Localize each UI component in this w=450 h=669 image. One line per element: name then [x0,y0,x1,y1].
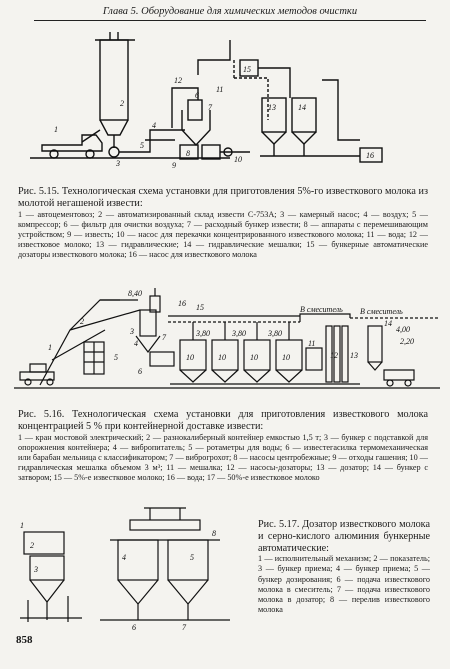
fig515-label-9: 9 [172,161,176,170]
fig515-label-11: 11 [216,85,223,94]
figure-5-16-diagram: 8,40 16 15 В смеситель В смеситель 4,00 … [14,288,440,389]
fig516-top-label-0: 8,40 [128,289,142,298]
fig516-part-label-10c: 10 [250,353,258,362]
fig515-label-5: 5 [140,141,144,150]
fig516-top-label-1: 16 [178,299,186,308]
fig516-part-label-13: 13 [350,351,358,360]
fig515-label-4: 4 [152,121,156,130]
fig516-right-label-2: 4,00 [396,325,410,334]
fig516-part-label-2: 2 [80,317,84,326]
fig516-body: 1 — кран мостовой электрический; 2 — раз… [18,432,428,482]
fig517-label-1: 1 [20,521,24,530]
fig516-inline-label-2: 3,80 [267,329,282,338]
fig517-title: Рис. 5.17. Дозатор известкового молока и… [258,519,430,554]
fig516-part-label-6: 6 [138,367,142,376]
fig515-label-15: 15 [243,65,251,74]
figure-5-15-diagram: 1 2 3 4 5 6 7 8 9 10 11 12 13 14 15 16 [30,32,383,170]
fig516-part-label-10b: 10 [218,353,226,362]
fig516-part-label-7: 7 [162,333,167,342]
fig517-label-6: 6 [132,623,136,632]
fig516-part-label-5: 5 [114,353,118,362]
fig517-body: 1 — исполнительный механизм; 2 — показат… [258,554,430,614]
fig516-part-label-4: 4 [134,339,138,348]
fig517-label-5: 5 [190,553,194,562]
fig516-part-label-11: 11 [308,339,315,348]
fig515-label-10: 10 [234,155,242,164]
fig516-part-label-1: 1 [48,343,52,352]
fig516-part-label-14: 14 [384,319,392,328]
header-rule [34,20,426,21]
fig515-label-13: 13 [268,103,276,112]
fig515-label-8: 8 [186,149,190,158]
fig517-label-8: 8 [212,529,216,538]
fig515-label-2: 2 [120,99,124,108]
fig515-label-1: 1 [54,125,58,134]
fig515-label-16: 16 [366,151,374,160]
figure-5-15-caption: Рис. 5.15. Технологическая схема установ… [18,186,428,260]
fig516-part-label-10d: 10 [282,353,290,362]
fig516-top-label-2: 15 [196,303,204,312]
fig516-right-label-3: 2,20 [400,337,414,346]
fig516-inline-label-1: 3,80 [231,329,246,338]
fig516-part-label-3: 3 [129,327,134,336]
page-number: 858 [16,634,33,646]
fig515-body: 1 — автоцементовоз; 2 — автоматизированн… [18,209,428,259]
fig516-right-label-0: В смеситель [300,305,343,314]
fig515-label-14: 14 [298,103,306,112]
fig516-right-label-1: В смеситель [360,307,403,316]
running-head: Глава 5. Оборудование для химических мет… [102,6,358,17]
fig515-label-3: 3 [115,159,120,168]
fig517-label-2: 2 [30,541,34,550]
fig515-title: Рис. 5.15. Технологическая схема установ… [18,186,428,209]
fig516-part-label-12: 12 [330,351,338,360]
fig516-title: Рис. 5.16. Технологическая схема установ… [18,409,428,432]
fig515-label-6: 6 [195,91,199,100]
fig515-label-7: 7 [208,103,213,112]
fig517-label-3: 3 [33,565,38,574]
fig516-inline-label-0: 3,80 [195,329,210,338]
fig515-label-12: 12 [174,76,182,85]
fig516-part-label-10a: 10 [186,353,194,362]
figure-5-16-caption: Рис. 5.16. Технологическая схема установ… [18,409,428,483]
fig517-label-7: 7 [182,623,187,632]
fig517-label-4: 4 [122,553,126,562]
figure-5-17-caption: Рис. 5.17. Дозатор известкового молока и… [258,519,430,615]
